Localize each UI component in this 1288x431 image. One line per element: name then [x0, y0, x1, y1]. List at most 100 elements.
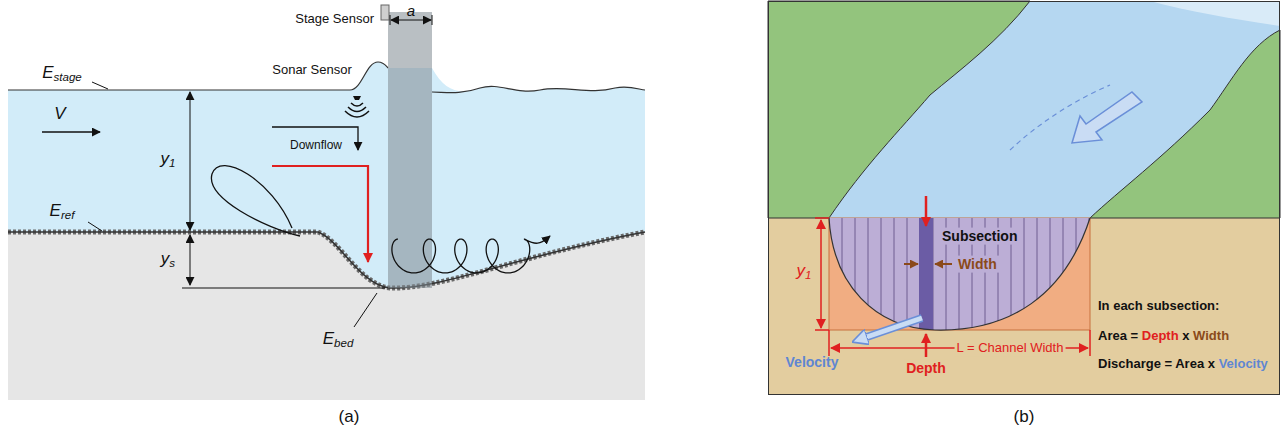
formula-word: = [1165, 356, 1173, 371]
right-bank [1090, 30, 1280, 218]
dimension-label: a [405, 2, 417, 20]
strip-line [842, 218, 843, 335]
symbol: E [42, 63, 53, 82]
tick [815, 329, 829, 331]
tick [432, 15, 433, 25]
subscript: 1 [169, 157, 175, 169]
velocity-label: Velocity [784, 354, 841, 371]
bed-line [8, 232, 645, 288]
strip-line [907, 218, 908, 335]
sonar-sensor [353, 96, 361, 100]
tick [390, 15, 391, 25]
river-surface [768, 1, 1280, 218]
subsection-strips [829, 218, 1089, 335]
formula-heading: In each subsection: [1096, 298, 1221, 314]
panel-a [8, 5, 645, 400]
sky [1150, 1, 1280, 26]
dimension-a [391, 20, 431, 21]
symbol: E [323, 329, 334, 348]
symbol: E [50, 201, 61, 220]
formula-word [1189, 328, 1193, 343]
strip-line [894, 218, 895, 335]
formula: Area = Depth x Width [1096, 328, 1231, 344]
water [8, 62, 645, 288]
depth-arrow [925, 334, 928, 357]
dimension-label: ys [159, 249, 177, 271]
symbol: y [161, 249, 170, 268]
elevation-label: Estage [40, 63, 84, 85]
dimension-label: y1 [795, 261, 814, 283]
strip-line [1050, 218, 1051, 335]
width-arrow [935, 263, 952, 265]
sensor-label: Sonar Sensor [270, 62, 354, 78]
flow-arrow [1072, 92, 1142, 143]
formula-word [1127, 328, 1131, 343]
sensor-label: Stage Sensor [293, 11, 376, 27]
bed-reference-line [182, 288, 385, 289]
dimension-y1 [820, 220, 822, 328]
panel-b [768, 1, 1280, 395]
formula: Discharge = Area x Velocity [1096, 356, 1270, 372]
flow-label: Downflow [288, 138, 344, 152]
strip-line [881, 218, 882, 335]
velocity-arrow [858, 318, 922, 340]
pier [388, 12, 432, 288]
symbol: y [161, 149, 170, 168]
channel-width-label: L = Channel Width [955, 340, 1066, 356]
velocity-arrow [42, 131, 100, 132]
subscript: ref [61, 209, 74, 221]
panel-label: (a) [337, 407, 362, 427]
formula-word: Area [1098, 328, 1127, 343]
leader-line [92, 82, 108, 89]
ground [768, 1, 1280, 395]
formula-word: Width [1193, 328, 1229, 343]
formula-word: Area [1175, 356, 1204, 371]
dimension-y1 [190, 92, 191, 230]
formula-word: x [1182, 328, 1189, 343]
tick [1089, 330, 1091, 356]
leader-line [354, 293, 377, 327]
downflow-red-arrow [272, 166, 368, 262]
width-arrow [904, 263, 918, 265]
stage-sensor [381, 5, 389, 20]
tick [815, 217, 829, 219]
formula-word [1161, 356, 1165, 371]
depth-arrow [925, 196, 928, 226]
vortex-path [392, 236, 550, 273]
tick [828, 330, 830, 356]
formula-word: Depth [1142, 328, 1179, 343]
strip-line [1037, 218, 1038, 335]
channel-outline [829, 218, 1090, 330]
formula-word: = [1131, 328, 1139, 343]
strip-line [1089, 218, 1090, 335]
panel-label: (b) [1012, 407, 1037, 427]
subscript: stage [54, 71, 82, 83]
symbol: y [797, 261, 806, 280]
formula-word [1172, 356, 1175, 371]
ground [8, 232, 645, 400]
strip-line [868, 218, 869, 335]
horseshoe-vortex [392, 236, 550, 273]
subsection-label: Subsection [940, 228, 1019, 245]
width-label: Width [956, 256, 999, 273]
subscript: s [169, 257, 175, 269]
strip-line [855, 218, 856, 335]
strip-line [1024, 218, 1025, 335]
vortex [211, 166, 300, 236]
subsection [919, 218, 933, 332]
subscript: 1 [805, 269, 811, 281]
formula-word [1204, 356, 1208, 371]
bed-gravel [8, 232, 645, 288]
subscript: bed [334, 337, 353, 349]
sonar-waves [345, 103, 369, 117]
velocity-label: V [52, 104, 67, 124]
leader-line [88, 222, 102, 231]
formula-word [1138, 328, 1142, 343]
velocity-arrow-outline [858, 318, 922, 340]
elevation-label: Eref [48, 201, 77, 223]
formula-word [1179, 328, 1183, 343]
depth-label: Depth [904, 360, 948, 377]
